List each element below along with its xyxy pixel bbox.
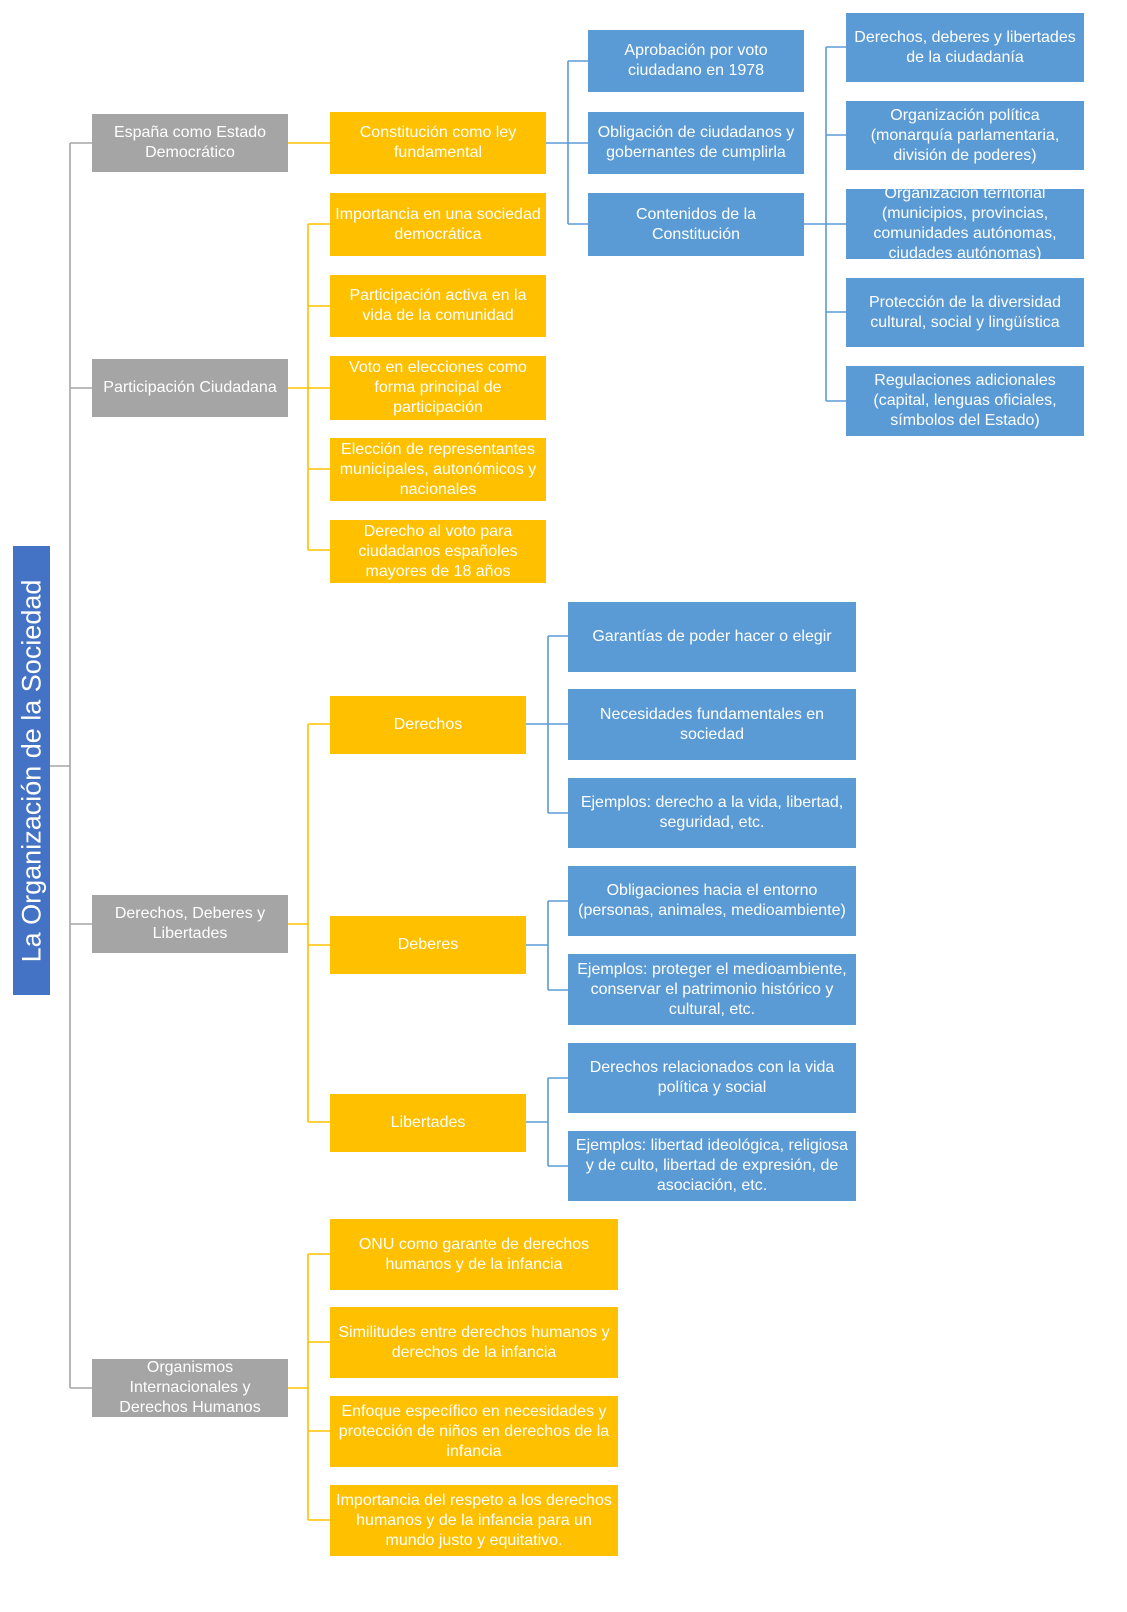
node-libertades-ejemplos: Ejemplos: libertad ideológica, religiosa… <box>568 1131 856 1201</box>
node-participacion-representantes: Elección de representantes municipales, … <box>330 438 546 501</box>
node-onu: ONU como garante de derechos humanos y d… <box>330 1219 618 1290</box>
connector-derechos-sub <box>526 635 568 814</box>
node-participacion-activa: Participación activa en la vida de la co… <box>330 275 546 337</box>
node-contenidos-constitucion: Contenidos de la Constitución <box>588 193 804 256</box>
connector-contenidos-children <box>804 46 846 402</box>
connector-root-trunk <box>50 142 92 1389</box>
node-constitucion: Constitución como ley fundamental <box>330 112 546 174</box>
node-derechos-deberes-libertades: Derechos, Deberes y Libertades <box>92 895 288 953</box>
node-libertades: Libertades <box>330 1094 526 1152</box>
node-contenido-organizacion-politica: Organización política (monarquía parlame… <box>846 101 1084 170</box>
node-derechos-necesidades: Necesidades fundamentales en sociedad <box>568 689 856 760</box>
root-label: La Organización de la Sociedad <box>16 579 47 962</box>
node-contenido-organizacion-territorial: Organización territorial (municipios, pr… <box>846 189 1084 259</box>
node-obligacion-cumplirla: Obligación de ciudadanos y gobernantes d… <box>588 112 804 174</box>
node-participacion-importancia: Importancia en una sociedad democrática <box>330 193 546 256</box>
node-enfoque-ninos: Enfoque específico en necesidades y prot… <box>330 1396 618 1467</box>
node-importancia-respeto: Importancia del respeto a los derechos h… <box>330 1485 618 1556</box>
connector-deberes-sub <box>526 900 568 991</box>
node-deberes-ejemplos: Ejemplos: proteger el medioambiente, con… <box>568 954 856 1025</box>
node-libertades-vida-politica: Derechos relacionados con la vida políti… <box>568 1043 856 1113</box>
node-derechos: Derechos <box>330 696 526 754</box>
node-organismos-internacionales: Organismos Internacionales y Derechos Hu… <box>92 1359 288 1417</box>
node-estado-democratico: España como Estado Democrático <box>92 114 288 172</box>
node-derechos-ejemplos: Ejemplos: derecho a la vida, libertad, s… <box>568 778 856 848</box>
node-similitudes: Similitudes entre derechos humanos y der… <box>330 1307 618 1378</box>
connector-libertades-sub <box>526 1077 568 1167</box>
node-participacion-voto: Voto en elecciones como forma principal … <box>330 356 546 420</box>
node-contenido-derechos: Derechos, deberes y libertades de la ciu… <box>846 13 1084 82</box>
connector-organismos-children <box>288 1253 330 1521</box>
node-aprobacion-1978: Aprobación por voto ciudadano en 1978 <box>588 30 804 92</box>
node-deberes-obligaciones: Obligaciones hacia el entorno (personas,… <box>568 866 856 936</box>
node-contenido-diversidad: Protección de la diversidad cultural, so… <box>846 278 1084 347</box>
root-node: La Organización de la Sociedad <box>13 546 50 995</box>
connector-derechos-children <box>288 723 330 1123</box>
connector-participacion-children <box>288 223 330 551</box>
node-contenido-regulaciones: Regulaciones adicionales (capital, lengu… <box>846 366 1084 436</box>
node-deberes: Deberes <box>330 916 526 974</box>
node-participacion-ciudadana: Participación Ciudadana <box>92 359 288 417</box>
node-participacion-derecho-voto: Derecho al voto para ciudadanos españole… <box>330 520 546 583</box>
connector-constitucion-children <box>546 60 588 225</box>
node-derechos-garantias: Garantías de poder hacer o elegir <box>568 602 856 672</box>
